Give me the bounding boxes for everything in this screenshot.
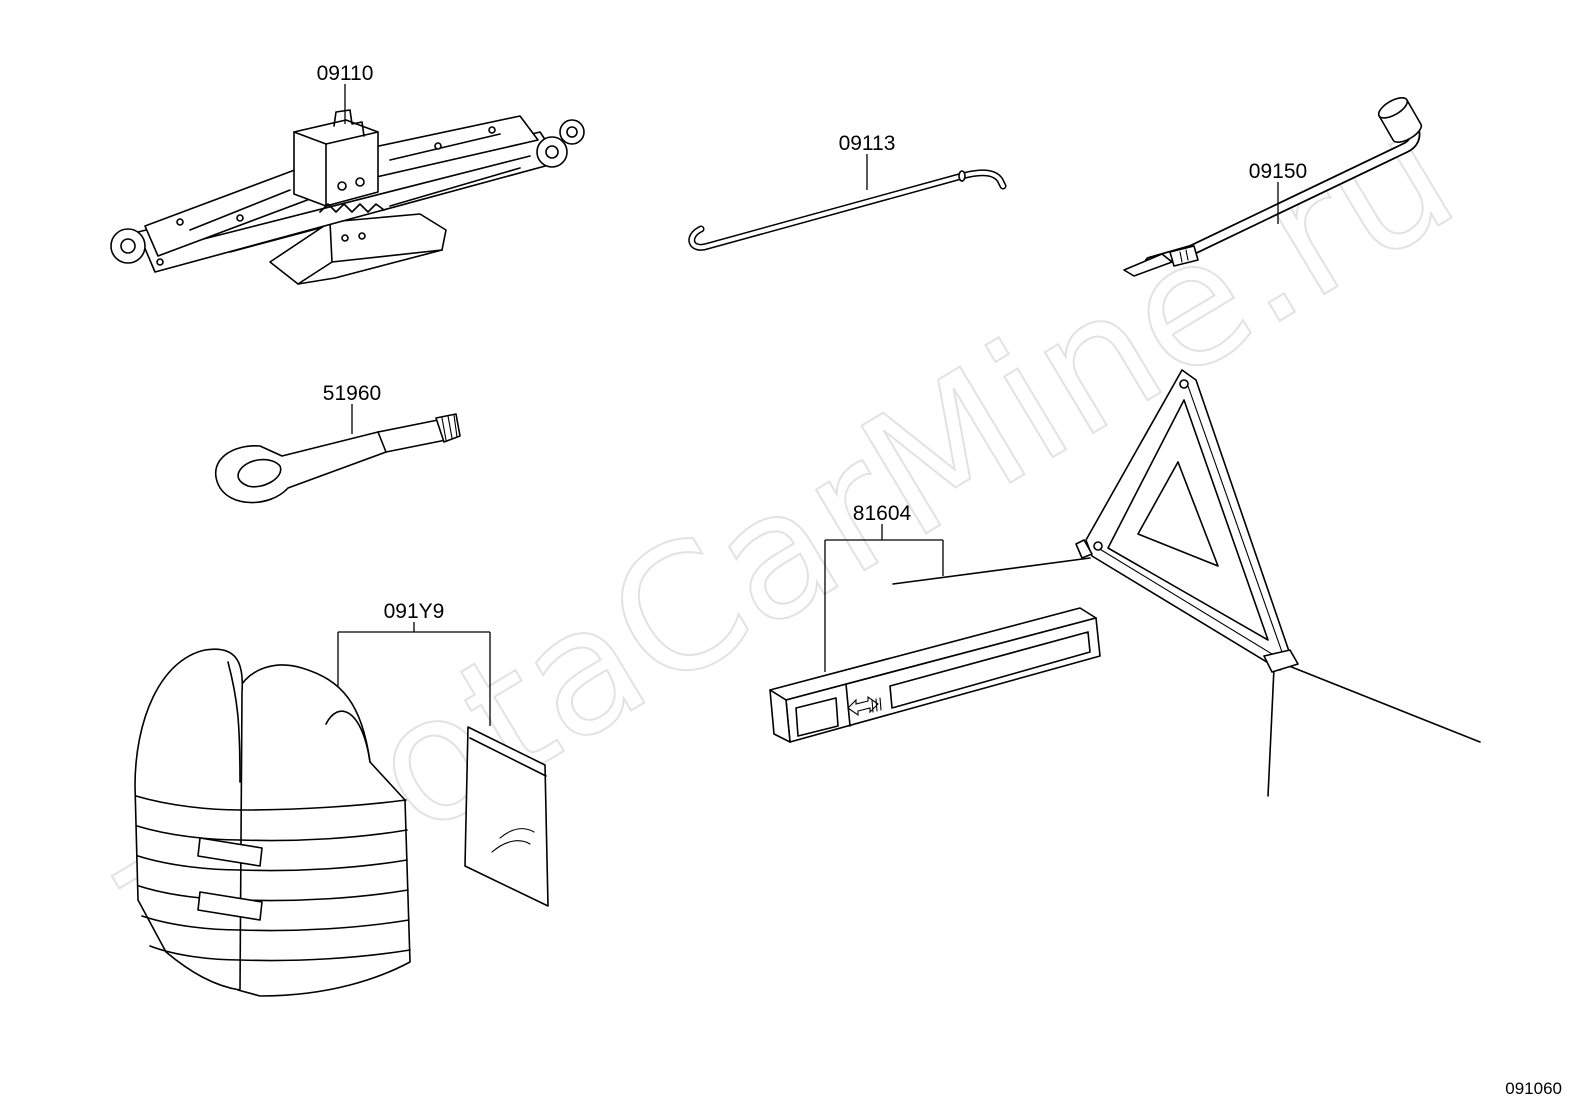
pouch-flap xyxy=(469,737,547,777)
warning-triangle xyxy=(892,369,1481,797)
callout-09150[interactable]: 09150 xyxy=(1249,160,1307,183)
jack-screw xyxy=(171,155,531,248)
triangle-hinge xyxy=(1179,379,1189,389)
towing-eye-step xyxy=(377,431,387,453)
thread-lines xyxy=(441,414,458,441)
vest-collar xyxy=(227,661,241,783)
vest-pouch xyxy=(464,726,549,907)
jack-hole xyxy=(236,214,244,222)
rod-collar xyxy=(958,170,966,182)
jack-end-knob-hub xyxy=(566,126,578,138)
case-label-long xyxy=(889,631,1091,709)
jack-hole xyxy=(358,232,366,240)
triangle-rear-leg xyxy=(1267,667,1275,797)
jack-teeth xyxy=(319,203,385,213)
wrench-socket xyxy=(1377,97,1423,143)
jack-hole xyxy=(355,177,365,187)
callout-81604[interactable]: 81604 xyxy=(853,502,912,525)
jack-saddle xyxy=(293,119,379,207)
towing-eye xyxy=(215,413,461,504)
jack-arm-slots xyxy=(189,133,521,253)
callout-091Y9[interactable]: 091Y9 xyxy=(384,600,445,623)
triangle-foot-plate xyxy=(1263,649,1299,673)
callout-09113[interactable]: 09113 xyxy=(839,132,896,155)
jack-right-roller-hub xyxy=(545,145,559,159)
socket-top xyxy=(1377,97,1409,119)
scissor-jack xyxy=(110,109,585,285)
vest-armhole xyxy=(325,710,371,763)
bracket-81604 xyxy=(824,524,944,672)
jack-hole xyxy=(341,234,349,242)
wrench-tip-block xyxy=(1169,245,1199,267)
case-label-small xyxy=(795,697,839,737)
jack-hole xyxy=(488,126,496,134)
jack-saddle-top xyxy=(333,109,365,137)
safety-vest xyxy=(134,648,411,997)
illustration-code: 091060 xyxy=(1505,1079,1562,1098)
vest-velcro-tab xyxy=(197,837,263,867)
triangle-frame-lines xyxy=(1097,385,1283,655)
wrench-tip-mark xyxy=(1179,249,1189,263)
triangle-inner-edge xyxy=(1107,399,1269,641)
jack-handle-rod xyxy=(688,169,1007,251)
jack-saddle-edges xyxy=(293,131,379,207)
case-seam xyxy=(845,683,851,727)
case-arrow-marks xyxy=(871,697,882,713)
bracket-091Y9 xyxy=(337,622,491,726)
triangle-hinge xyxy=(1093,541,1103,551)
triangle-clip xyxy=(1075,539,1093,559)
jack-hole xyxy=(156,258,164,266)
wheel-wrench xyxy=(1123,97,1423,277)
case-end xyxy=(769,689,791,743)
callout-09110[interactable]: 09110 xyxy=(317,62,374,85)
towing-eye-body xyxy=(215,419,447,504)
jack-base-edges xyxy=(297,221,443,285)
wrench-flat-tip xyxy=(1123,253,1173,277)
case-arrow xyxy=(847,695,879,717)
jack-hole xyxy=(176,218,184,226)
vest-band-lines-right xyxy=(239,799,411,962)
jack-hole xyxy=(434,142,442,150)
vest-velcro-tab xyxy=(197,891,263,921)
warning-triangle-case xyxy=(769,607,1101,743)
pouch-body xyxy=(464,726,549,907)
triangle-support-rod xyxy=(892,557,1091,585)
jack-hole xyxy=(337,181,347,191)
vest-band-lines-left xyxy=(135,795,241,961)
towing-eye-hole xyxy=(237,458,282,488)
jack-left-roller-hub xyxy=(120,238,136,254)
pouch-shine xyxy=(491,828,535,853)
callout-51960[interactable]: 51960 xyxy=(323,382,381,405)
triangle-side-leg xyxy=(1283,663,1481,743)
triangle-reflector xyxy=(1137,461,1219,567)
